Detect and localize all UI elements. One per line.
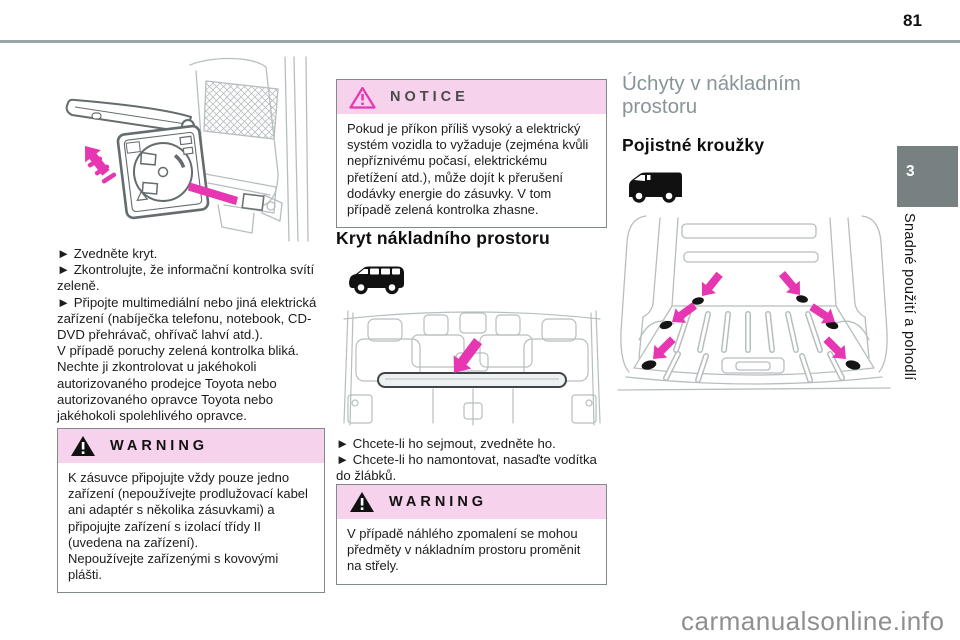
warning-box-cover: WARNING V případě náhlého zpomalení se m… [336,484,607,585]
chapter-side-label: Snadné použití a pohodlí [901,213,917,381]
cover-arrow [453,338,483,373]
section-heading-cargo-cover: Kryt nákladního prostoru [336,228,550,248]
warning-triangle-icon [350,492,374,512]
notice-title: NOTICE [390,89,469,105]
chapter-number: 3 [906,163,915,180]
warning-body: V případě náhlého zpomalení se mohou pře… [347,526,581,574]
notice-box: NOTICE Pokud je příkon příliš vysoký a e… [336,79,607,229]
lashing-rings [641,295,861,370]
warning-title: WARNING [389,494,488,510]
socket-steps-text: ► Zvedněte kryt. ► Zkontrolujte, že info… [57,246,317,424]
section-heading-anchors: Úchyty v nákladním prostoru [622,72,801,118]
power-socket-illustration [38,55,330,245]
warning-title: WARNING [110,438,209,454]
ring-arrows [653,270,846,359]
van-silhouette-icon [626,171,684,203]
warning-header: WARNING [337,485,606,519]
lift-arrow [85,146,238,205]
warning-body: K zásuvce připojujte vždy pouze jedno za… [68,470,308,583]
warning-header: WARNING [58,429,324,463]
subheading-lashing-rings: Pojistné kroužky [622,135,765,155]
warning-triangle-icon [71,436,95,456]
header-rule [0,40,960,43]
notice-body: Pokud je příkon příliš vysoký a elektric… [347,121,589,218]
cover-steps-text: ► Chcete-li ho sejmout, zvedněte ho. ► C… [336,436,597,484]
cargo-cover-illustration [338,301,606,431]
warning-box-socket: WARNING K zásuvce připojujte vždy pouze … [57,428,325,594]
watermark: carmanualsonline.info [681,606,945,636]
notice-header: NOTICE [337,80,606,114]
page-number: 81 [903,11,922,30]
cargo-rings-illustration [616,212,892,400]
mpv-silhouette-icon [348,265,405,295]
chapter-tab: 3 [897,146,958,207]
notice-triangle-icon [349,86,376,109]
